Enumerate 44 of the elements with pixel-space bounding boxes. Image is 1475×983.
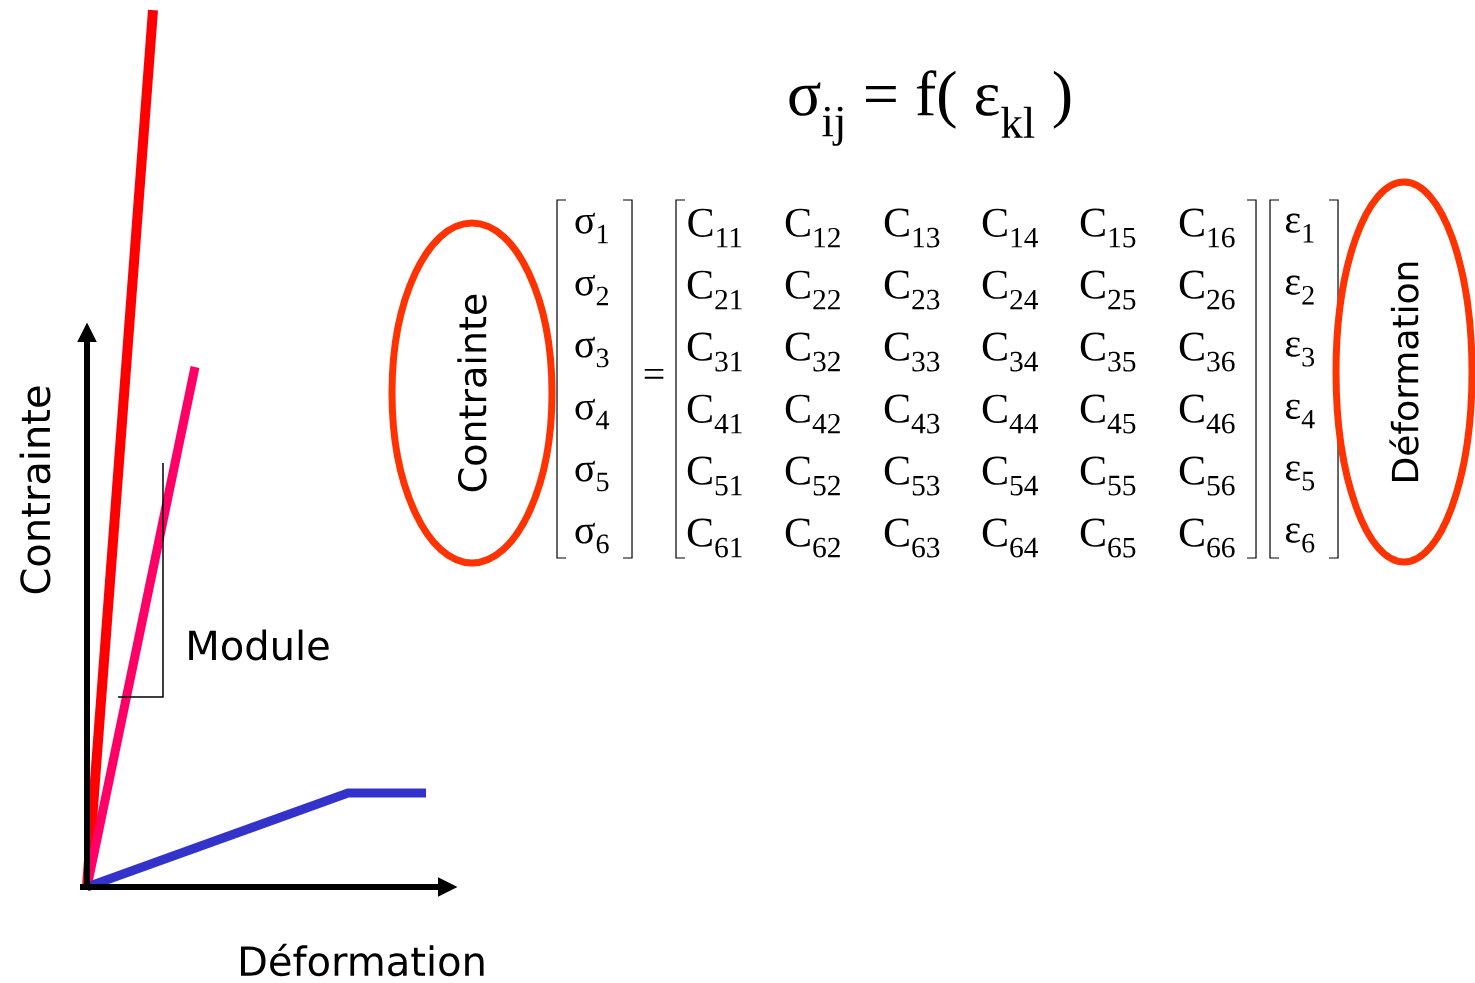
matrix-entry: C$_{43}$ <box>884 394 940 434</box>
matrix-entry: C$_{52}$ <box>785 456 840 496</box>
matrix-entry: C$_{11}$ <box>688 208 742 248</box>
matrix-entry: C$_{44}$ <box>982 394 1038 434</box>
matrix-entry: C$_{63}$ <box>884 518 940 558</box>
matrix-entry: C$_{62}$ <box>785 518 840 558</box>
matrix-entry: C$_{41}$ <box>687 394 742 434</box>
equation: σ$_{ij}$ = f( ε$_{kl}$ ) <box>789 70 1071 146</box>
matrix-entry: C$_{15}$ <box>1080 208 1136 248</box>
matrix-entry: C$_{12}$ <box>785 208 840 248</box>
matrix-entry: C$_{56}$ <box>1179 456 1235 496</box>
matrix-entry: σ$_{1}$ <box>575 212 608 244</box>
ellipse-label: Contrainte <box>388 219 556 567</box>
matrix-entry: C$_{65}$ <box>1080 518 1136 558</box>
ellipse-label: Déformation <box>1332 178 1475 566</box>
matrix-entry: C$_{42}$ <box>785 394 840 434</box>
axis-label: Déformation <box>241 943 484 977</box>
matrix-entry: C$_{54}$ <box>982 456 1038 496</box>
matrix-entry: C$_{23}$ <box>884 270 940 310</box>
matrix-entry: C$_{46}$ <box>1179 394 1235 434</box>
matrix-entry: C$_{13}$ <box>884 208 940 248</box>
axis-label: Contrainte <box>19 386 51 594</box>
matrix-entry: C$_{14}$ <box>982 208 1038 248</box>
matrix-entry: C$_{36}$ <box>1179 332 1235 372</box>
matrix-entry: C$_{35}$ <box>1080 332 1136 372</box>
matrix-entry: C$_{22}$ <box>785 270 840 310</box>
matrix-entry: C$_{51}$ <box>687 456 742 496</box>
matrix-entry: C$_{33}$ <box>884 332 940 372</box>
matrix-entry: C$_{26}$ <box>1179 270 1235 310</box>
matrix-entry: C$_{53}$ <box>884 456 940 496</box>
annotation-label: Module <box>189 629 329 661</box>
matrix-entry: C$_{25}$ <box>1080 270 1136 310</box>
matrix-entry: C$_{61}$ <box>687 518 742 558</box>
matrix-entry: C$_{55}$ <box>1080 456 1136 496</box>
matrix-entry: C$_{45}$ <box>1080 394 1136 434</box>
matrix-entry: C$_{32}$ <box>785 332 840 372</box>
matrix-entry: C$_{21}$ <box>687 270 742 310</box>
matrix-entry: C$_{64}$ <box>982 518 1038 558</box>
matrix-entry: C$_{31}$ <box>687 332 742 372</box>
equals-sign: = <box>644 368 664 379</box>
matrix-entry: C$_{24}$ <box>982 270 1038 310</box>
matrix-entry: C$_{16}$ <box>1179 208 1235 248</box>
matrix-entry: C$_{34}$ <box>982 332 1038 372</box>
matrix-entry: C$_{66}$ <box>1179 518 1235 558</box>
